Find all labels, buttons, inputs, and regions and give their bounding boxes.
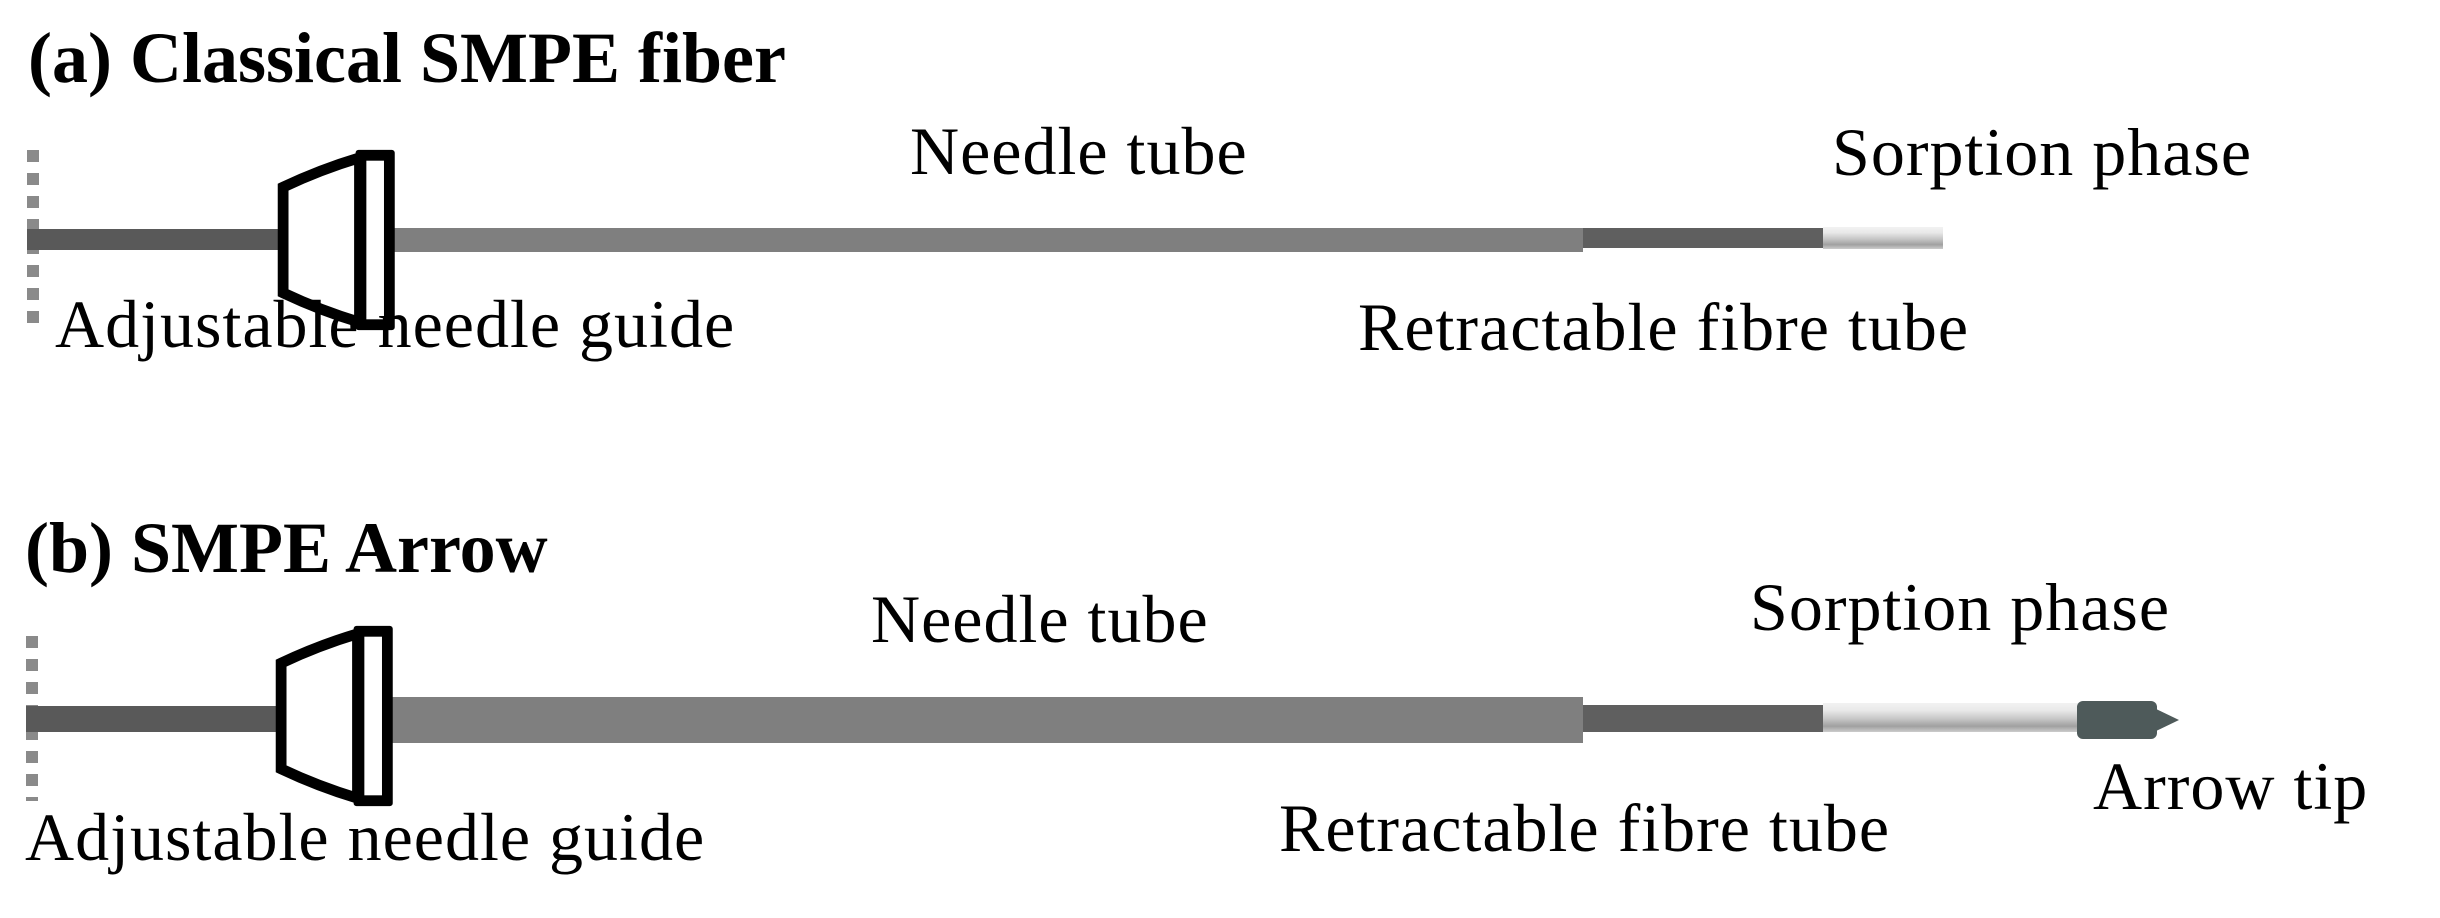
adjustable-needle-guide-icon bbox=[277, 149, 395, 331]
panel-a-title: (a) Classical SMPE fiber bbox=[28, 18, 786, 98]
arrow-tip-body bbox=[2077, 701, 2157, 739]
adjustable-needle-guide-label: Adjustable needle guide bbox=[55, 286, 736, 362]
arrow-tip-label: Arrow tip bbox=[2093, 748, 2369, 824]
sorption-phase-segment bbox=[1823, 227, 1943, 249]
retractable-fibre-tube-segment bbox=[1583, 228, 1823, 248]
needle-tube-segment bbox=[384, 228, 1583, 252]
guide-bar-inner bbox=[366, 160, 384, 320]
arrow-tip-point bbox=[2152, 707, 2179, 733]
guide-horn-shape bbox=[275, 626, 363, 806]
guide-bar-inner bbox=[364, 636, 382, 796]
needle-tube-label: Needle tube bbox=[910, 113, 1248, 189]
arrow-tip-icon bbox=[2077, 701, 2179, 739]
retractable-fibre-tube-label: Retractable fibre tube bbox=[1279, 790, 1891, 866]
retractable-fibre-tube-segment bbox=[1583, 705, 1823, 732]
needle-tube-label: Needle tube bbox=[871, 581, 1209, 657]
sorption-phase-segment bbox=[1823, 703, 2078, 732]
panel-b-title: (b) SMPE Arrow bbox=[25, 508, 548, 588]
retractable-fibre-tube-label: Retractable fibre tube bbox=[1358, 289, 1970, 365]
sorption-phase-label: Sorption phase bbox=[1750, 569, 2171, 645]
needle-tube-segment bbox=[384, 697, 1583, 743]
adjustable-needle-guide-label: Adjustable needle guide bbox=[25, 799, 706, 875]
inner-fiber-rod bbox=[27, 229, 285, 250]
sorption-phase-label: Sorption phase bbox=[1832, 114, 2253, 190]
inner-fiber-rod bbox=[26, 706, 285, 732]
adjustable-needle-guide-icon bbox=[275, 625, 393, 807]
